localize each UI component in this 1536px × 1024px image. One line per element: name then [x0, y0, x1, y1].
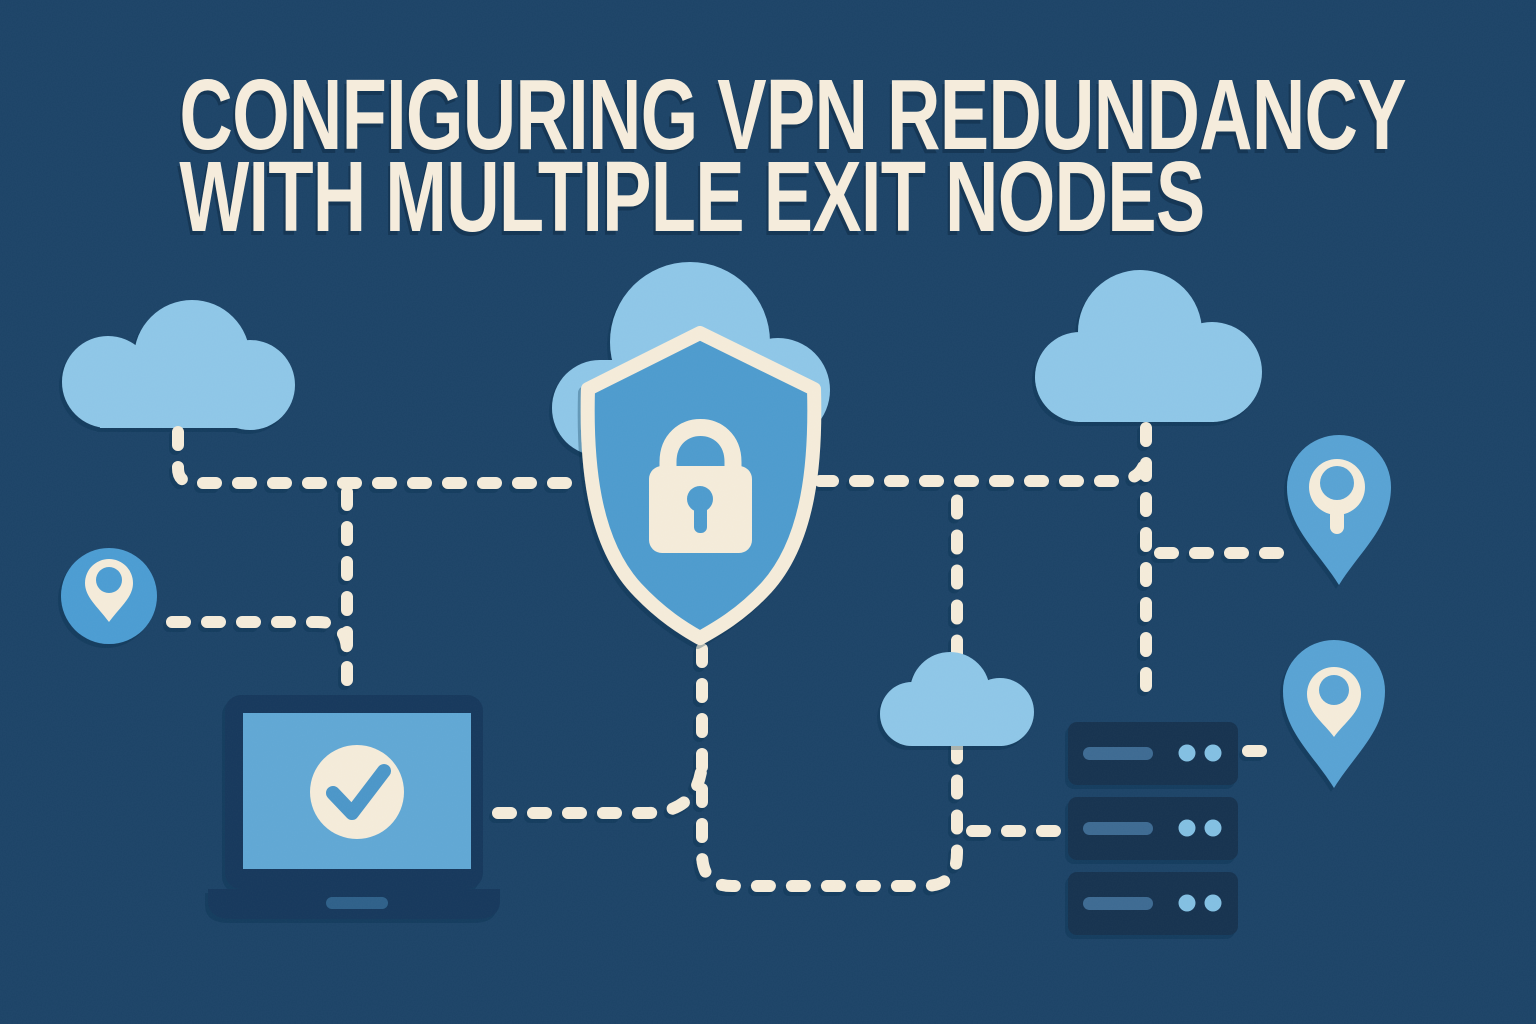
server-led	[1178, 744, 1196, 762]
cloud-base	[912, 706, 1002, 746]
server-led	[1204, 894, 1222, 912]
cloud-icon-right	[1035, 270, 1262, 422]
pin-hole-stem	[1330, 508, 1344, 534]
laptop-base-notch	[326, 897, 388, 909]
cloud-base	[1078, 372, 1214, 422]
cloud-base	[100, 375, 260, 428]
connection-shield-to-cloud-right	[814, 446, 1152, 487]
location-pin-icon-left	[61, 548, 157, 644]
pin-hole-center	[1319, 675, 1349, 705]
checkmark-circle	[310, 745, 404, 839]
server-unit-2	[1068, 797, 1238, 860]
connection-laptop-to-loop	[492, 758, 708, 819]
connection-pin-left-to-branch	[166, 616, 353, 658]
cloud-icon-left	[62, 300, 295, 430]
pin-hole-center	[1320, 466, 1354, 500]
laptop-checkmark-icon	[208, 695, 500, 919]
server-led	[1178, 819, 1196, 837]
server-unit-3	[1068, 872, 1238, 935]
server-led	[1178, 894, 1196, 912]
server-unit-1	[1068, 722, 1238, 785]
server-drive-slot	[1083, 897, 1153, 910]
server-stack-icon	[1068, 722, 1238, 935]
location-pin-icon-lower-right	[1283, 640, 1385, 788]
location-pin-icon-upper-right	[1287, 435, 1391, 585]
pin-glyph-hole	[96, 567, 122, 593]
server-drive-slot	[1083, 747, 1153, 760]
cloud-icon-small	[880, 652, 1034, 746]
keyhole-stem	[694, 503, 707, 533]
server-led	[1204, 819, 1222, 837]
connection-cloud-left-to-shield	[172, 426, 584, 489]
server-led	[1204, 744, 1222, 762]
shield-lock-icon	[580, 326, 822, 645]
server-drive-slot	[1083, 822, 1153, 835]
